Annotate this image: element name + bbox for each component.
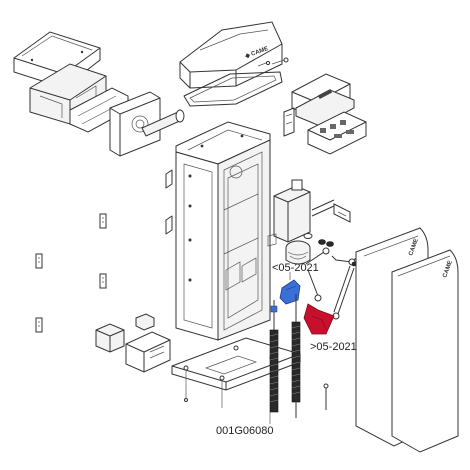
balancing-spring-small bbox=[291, 321, 301, 403]
transformer-part bbox=[95, 313, 155, 353]
spring-tie-rods bbox=[270, 294, 329, 418]
cable-clip-part bbox=[165, 169, 173, 235]
spring-anchor-old-part bbox=[279, 279, 301, 305]
boom-cover-front: CAME bbox=[391, 249, 459, 453]
battery-box-part bbox=[125, 331, 171, 373]
svg-text:CAME: CAME bbox=[408, 238, 420, 257]
cover-gasket-part bbox=[183, 71, 283, 107]
svg-text:CAME: CAME bbox=[442, 260, 454, 279]
transmission-rod-right bbox=[331, 255, 357, 320]
label-part-code: 001G06080 bbox=[216, 425, 274, 437]
electronics-board-part bbox=[307, 111, 367, 155]
barrier-cabinet-body bbox=[175, 121, 271, 341]
control-board-part bbox=[291, 73, 355, 127]
gearmotor-part bbox=[267, 179, 311, 265]
balancing-spring-large bbox=[269, 329, 279, 413]
screw-set-top bbox=[257, 57, 289, 67]
side-label-strips bbox=[35, 213, 107, 333]
washer-set-part bbox=[303, 233, 334, 247]
foundation-base-plate bbox=[171, 337, 301, 408]
arm-support-part bbox=[109, 91, 185, 157]
transmission-rod-left bbox=[305, 247, 330, 302]
crank-shaft-part bbox=[311, 199, 351, 223]
motor-cover-part: ◆ CAME bbox=[179, 21, 283, 89]
label-after-date: >05-2021 bbox=[310, 341, 357, 353]
board-bracket-part bbox=[283, 107, 295, 137]
spring-anchor-new-part bbox=[303, 303, 335, 335]
label-before-date: <05-2021 bbox=[272, 262, 319, 274]
cabinet-top-plate bbox=[187, 129, 263, 151]
